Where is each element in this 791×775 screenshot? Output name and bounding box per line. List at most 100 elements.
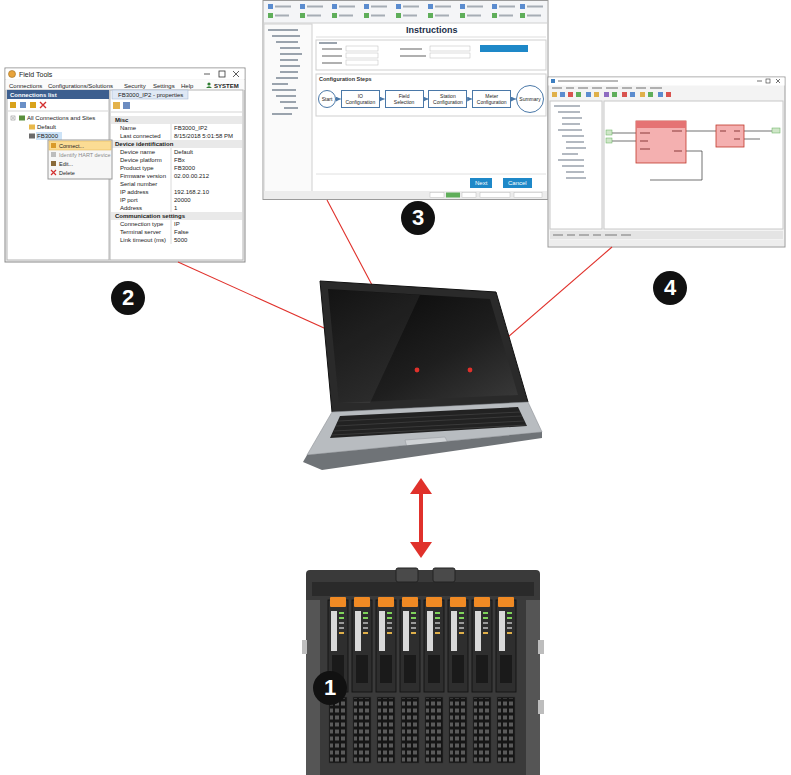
rtu-device-part [538,640,544,654]
property-value: Default [174,148,193,156]
logic-editor-window-part [604,101,783,229]
property-value: FBx [174,156,185,164]
logic-editor-window-part [720,131,740,139]
field-tools-window-part [112,90,188,99]
page-heading: Instructions [406,25,458,36]
property-name: Name [120,124,136,132]
rtu-device [302,568,544,775]
rtu-device-part [400,597,420,763]
field-tools-window-part [40,102,46,108]
field-tools-window-part [123,102,130,109]
property-name: Device name [120,148,155,156]
callout-number: 2 [111,281,145,315]
wizard-window-part [264,23,547,24]
wizard-window-part [462,193,476,198]
logic-editor-window-part [658,92,663,97]
wizard-window-part [322,62,342,64]
logic-editor-window-part [757,81,762,82]
rtu-device-part [448,597,468,763]
logic-editor-window-part [648,92,653,97]
rtu-device-part [433,568,455,582]
field-tools-window-part [19,116,25,121]
logic-editor-window-part [612,92,617,97]
property-name: Connection type [120,220,163,228]
logic-editor-window-part [606,130,612,135]
logic-editor-window-part [594,92,599,97]
field-tools-window-part [204,74,210,75]
logic-editor-window-part [552,87,662,89]
property-name: Product type [120,164,154,172]
field-tools-window-part [20,102,26,108]
logic-editor-window-part [636,121,686,163]
property-name: Device platform [120,156,162,164]
wizard-window-part [400,48,422,50]
callout-number: 3 [401,201,435,235]
wizard-window-part [268,4,291,18]
laptop-part [303,432,542,470]
field-tools-window [5,68,245,262]
field-tools-window-part [30,102,36,108]
wizard-window-part [268,30,302,114]
field-tools-window-part [233,71,239,77]
field-tools-window-part [48,140,112,179]
field-tools-window-part [206,86,212,88]
wizard-window-part [364,4,387,18]
logic-editor-window-part [550,231,783,239]
laptop-part [320,281,528,412]
logic-editor-window-part [630,92,635,97]
logic-editor-window-part [604,92,609,97]
field-tools-window-part [11,116,15,120]
logic-editor-window-part [622,92,627,97]
property-group: Misc [115,116,128,124]
rtu-device-part [424,597,444,763]
step-box: Field Selection [385,90,424,108]
property-name: IP address [120,188,149,196]
pane-title: Connections list [10,91,57,99]
wizard-window-part [322,48,342,50]
property-value: 192.168.2.10 [174,188,209,196]
property-value: 5000 [174,236,187,244]
laptop [303,281,542,470]
field-tools-window-part [51,170,56,175]
logic-editor-window-part [558,80,618,82]
property-name: Terminal server [120,228,161,236]
wizard-window-part [400,55,426,57]
communication-arrow [410,478,432,558]
logic-editor-window-part [606,138,612,143]
wizard-window-part [316,37,546,38]
field-tools-window-part [111,112,242,113]
wizard-window-part [264,1,547,23]
rtu-device-part [306,570,540,775]
field-tools-window-part [6,80,245,90]
field-tools-window-part [49,141,111,150]
wizard-window-part [446,193,460,198]
logic-editor-window-part [548,77,785,247]
tree-item: All Connections and Sites [27,114,95,122]
wizard-window-part [263,1,548,200]
menu-item: Help [181,82,193,90]
logic-editor-window-part [640,131,682,151]
field-tools-window-part [5,68,245,262]
property-value: False [174,228,189,236]
logic-editor-window-part [560,92,565,97]
property-name: Address [120,204,142,212]
button: Cancel [503,178,532,188]
communication-arrow-part [410,542,432,558]
wizard-window-part [460,4,483,18]
group-title: Configuration Steps [319,76,372,83]
wizard-window-part [264,24,312,192]
step-box: IO Configuration [341,90,380,108]
rtu-device-part [352,597,372,763]
wizard-window-part [430,193,444,198]
field-tools-window-part [29,134,35,139]
menu-item: Configurations/Solutions [48,82,113,90]
wizard-window-part [319,42,337,44]
property-value: FB3000 [174,164,195,172]
menu-item: Connections [9,82,42,90]
field-tools-window-part [113,102,120,109]
wizard-window-part [430,53,470,58]
property-name: IP port [120,196,138,204]
logic-editor-window [548,77,785,247]
